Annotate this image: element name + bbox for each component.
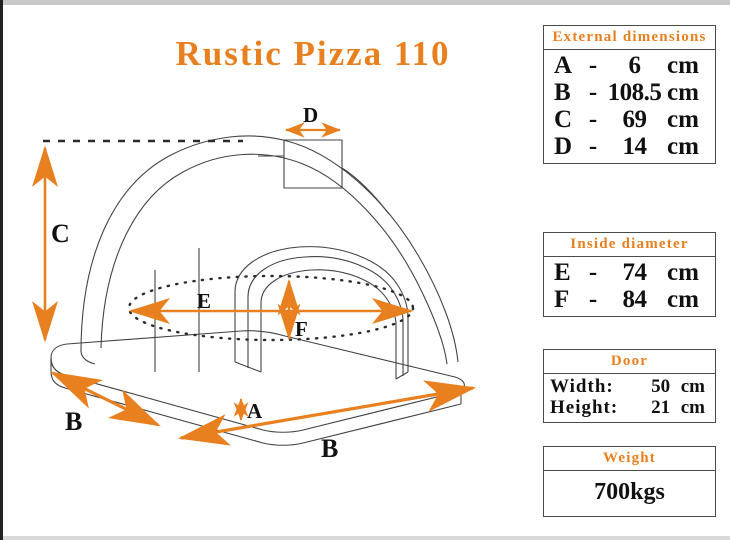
oven-technical-drawing: C B B D E F A — [32, 103, 477, 463]
label-b-front: B — [321, 434, 338, 463]
dome-base-junction-left — [80, 351, 96, 365]
dimension-unit: cm — [667, 106, 699, 133]
dimension-dash: - — [588, 79, 598, 106]
dimension-unit: cm — [667, 259, 699, 286]
dimension-key: F — [554, 286, 570, 313]
oven-dome-front-break — [100, 153, 448, 365]
dimension-unit: cm — [667, 79, 699, 106]
weight-table: Weight 700kgs — [543, 446, 716, 517]
external-dimensions-body: A - 6 cm B - 108.5 cm C - 69 cm D - 14 — [544, 50, 715, 163]
inside-diameter-title: Inside diameter — [544, 233, 715, 257]
dimension-dash: - — [588, 52, 598, 79]
dimension-value: 84 — [622, 286, 648, 313]
arch-middle — [247, 256, 404, 376]
label-b-left: B — [65, 407, 82, 436]
chimney-right-connector — [341, 167, 390, 215]
arch-sill-inner — [395, 371, 409, 380]
top-border-strip — [3, 0, 730, 5]
table-row: Height: 21 cm — [544, 397, 715, 418]
external-dimensions-table: External dimensions A - 6 cm B - 108.5 c… — [543, 25, 716, 164]
door-title: Door — [544, 350, 715, 374]
label-c: C — [51, 219, 70, 248]
base-slab-bottom-contour — [50, 357, 66, 376]
dimension-key: E — [554, 259, 571, 286]
dimension-dash: - — [588, 259, 598, 286]
arch-sill-outer — [234, 361, 262, 373]
dimension-key: D — [554, 133, 573, 160]
dimension-dash: - — [588, 286, 598, 313]
dimension-unit: cm — [667, 133, 699, 160]
dimension-dash: - — [588, 133, 598, 160]
table-row: D - 14 cm — [544, 133, 715, 160]
inside-diameter-table: Inside diameter E - 74 cm F - 84 cm — [543, 232, 716, 317]
label-f: F — [295, 317, 308, 341]
inside-diameter-body: E - 74 cm F - 84 cm — [544, 257, 715, 316]
label-a: A — [247, 399, 263, 423]
dimension-value: 108.5 — [607, 79, 662, 106]
door-height-unit: cm — [680, 397, 705, 419]
table-row: F - 84 cm — [544, 286, 715, 313]
dimension-key: A — [554, 52, 573, 79]
inside-floor-ellipse — [127, 274, 415, 342]
table-row: Width: 50 cm — [544, 376, 715, 397]
dimension-key: C — [554, 106, 573, 133]
weight-title: Weight — [544, 447, 715, 471]
base-slab-front-lower — [262, 403, 462, 446]
bottom-border-strip — [3, 536, 730, 540]
door-width-unit: cm — [680, 376, 705, 397]
table-row: E - 74 cm — [544, 259, 715, 286]
door-height-value: 21 — [651, 397, 671, 419]
table-row: B - 108.5 cm — [544, 79, 715, 106]
door-height-label: Height: — [550, 397, 619, 419]
dimension-value: 6 — [628, 52, 642, 79]
dimension-unit: cm — [667, 286, 699, 313]
door-table: Door Width: 50 cm Height: 21 cm — [543, 349, 716, 423]
door-width-label: Width: — [550, 376, 614, 397]
dimension-value: 69 — [622, 106, 648, 133]
dimension-unit: cm — [667, 52, 699, 79]
external-dimensions-title: External dimensions — [544, 26, 715, 50]
oven-dome-outline — [80, 135, 459, 363]
label-d: D — [303, 103, 318, 127]
door-body: Width: 50 cm Height: 21 cm — [544, 374, 715, 422]
dimension-value: 14 — [622, 133, 648, 160]
door-width-value: 50 — [651, 376, 671, 397]
label-e: E — [197, 289, 211, 313]
dimension-value: 74 — [622, 259, 648, 286]
dimension-dash: - — [588, 106, 598, 133]
dimension-arrow-b-left — [50, 371, 161, 427]
table-row: C - 69 cm — [544, 106, 715, 133]
dimension-key: B — [554, 79, 571, 106]
chimney-body — [283, 139, 343, 189]
page-title: Rustic Pizza 110 — [175, 34, 451, 73]
table-row: A - 6 cm — [544, 52, 715, 79]
dimension-arrow-b-front — [177, 380, 477, 446]
weight-value: 700kgs — [594, 479, 665, 505]
